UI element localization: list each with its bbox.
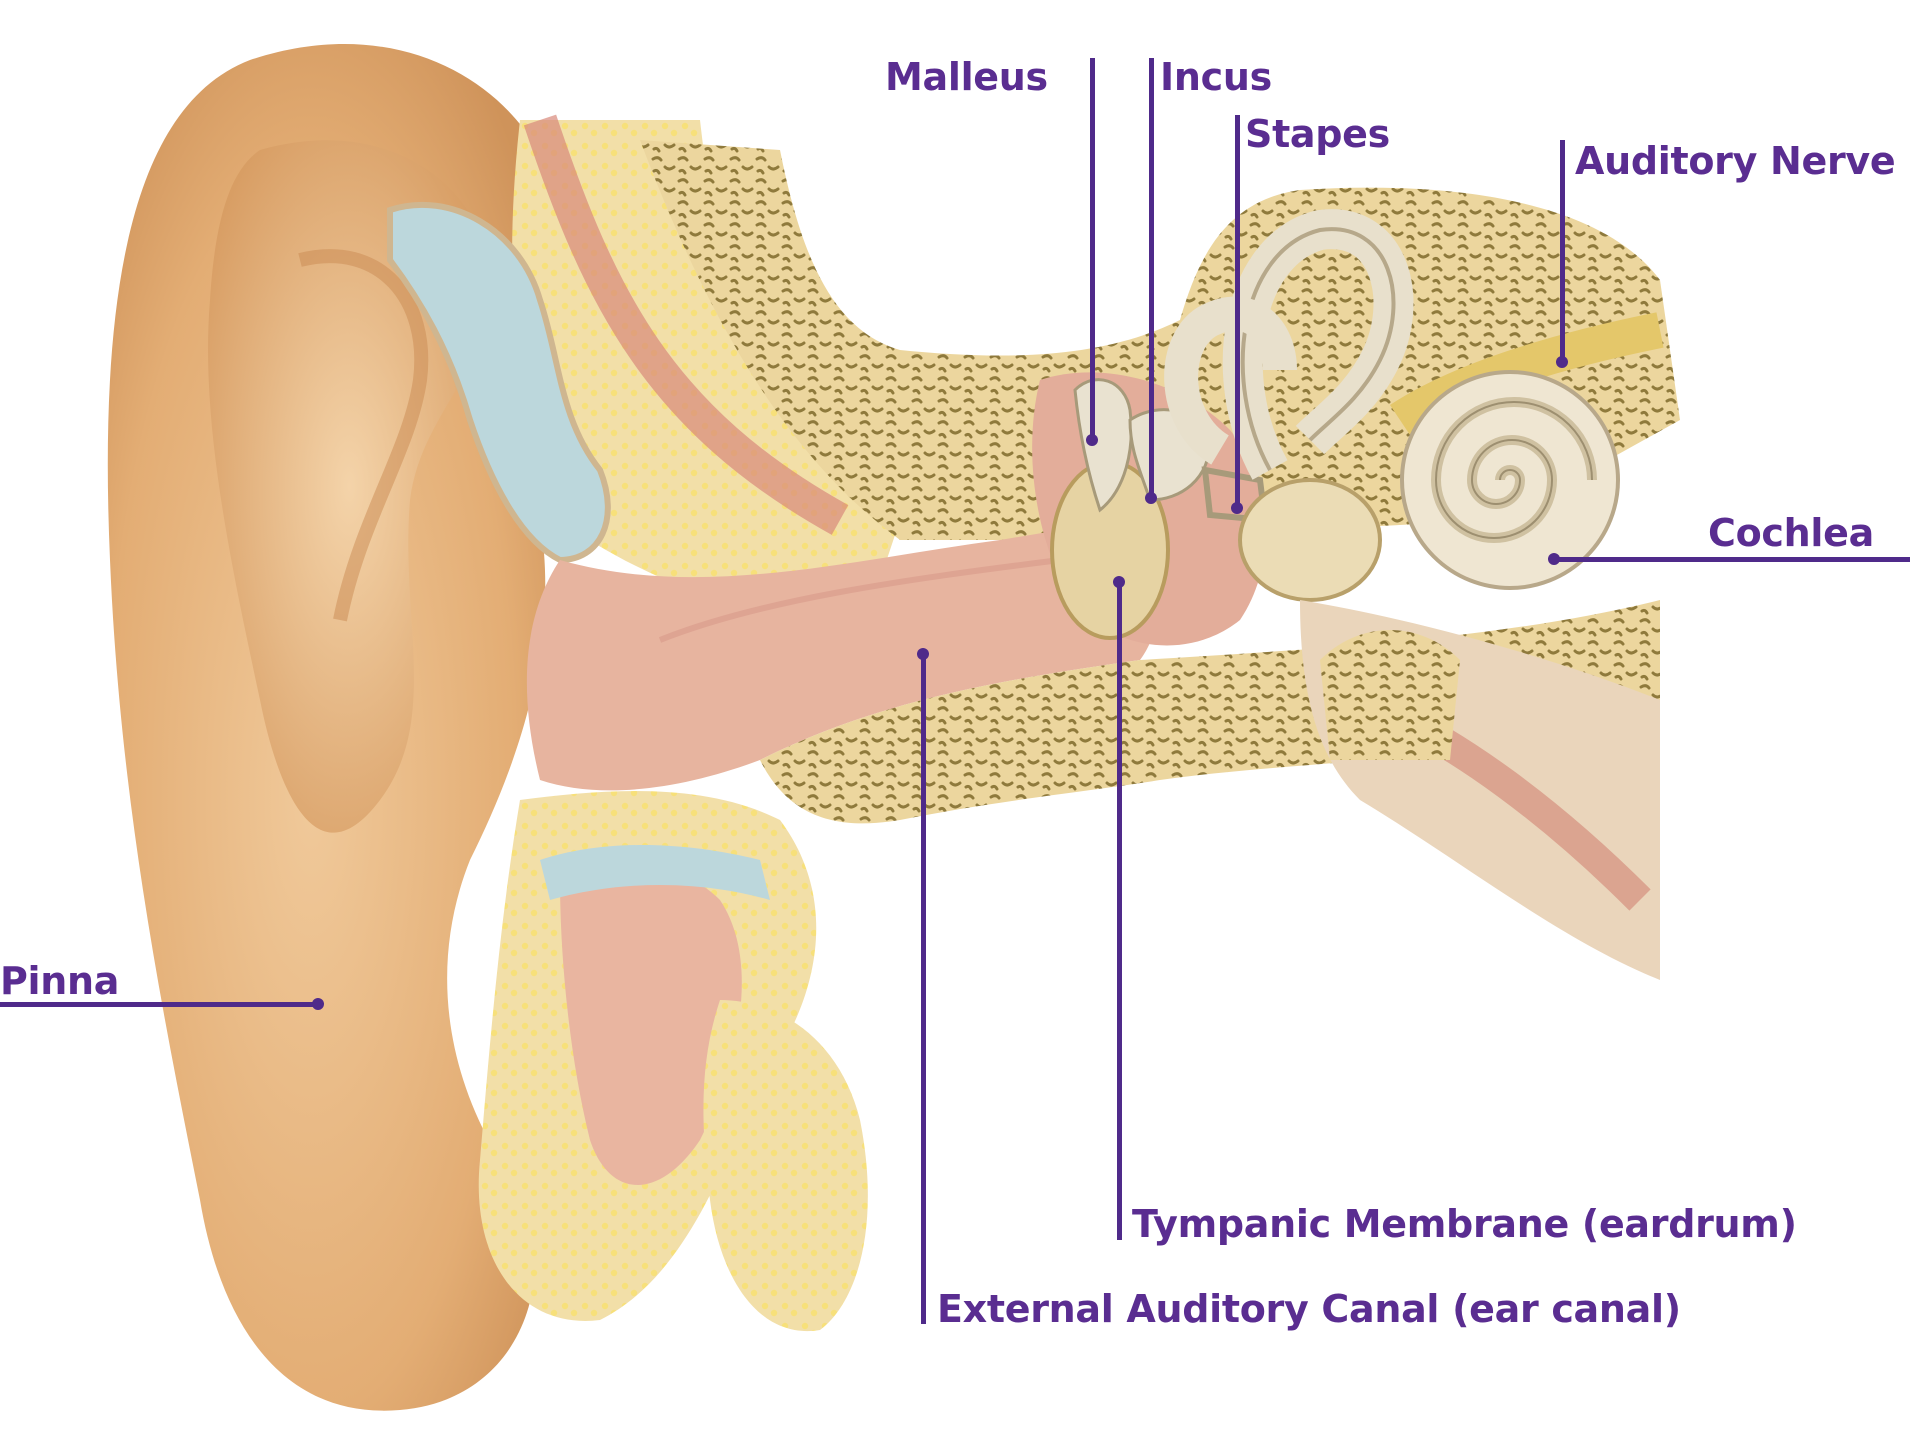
- external-canal-pointer-dot: [917, 648, 929, 660]
- cochlea-pointer-dot: [1548, 553, 1560, 565]
- incus-leader-line: [1149, 58, 1154, 498]
- incus-label: Incus: [1160, 58, 1272, 96]
- auditory-nerve-pointer-dot: [1556, 356, 1568, 368]
- tympanic-membrane-pointer-dot: [1113, 576, 1125, 588]
- pinna-pointer-dot: [312, 998, 324, 1010]
- external-canal-leader-line: [921, 652, 926, 1324]
- malleus-label: Malleus: [885, 58, 1048, 96]
- stapes-pointer-dot: [1231, 502, 1243, 514]
- auditory-nerve-leader-line: [1560, 140, 1565, 362]
- malleus-leader-line: [1090, 58, 1095, 440]
- cochlea-shape: [1402, 372, 1618, 588]
- stapes-leader-line: [1235, 115, 1240, 508]
- pinna-label: Pinna: [0, 962, 119, 1000]
- stapes-label: Stapes: [1245, 115, 1390, 153]
- malleus-pointer-dot: [1086, 434, 1098, 446]
- external-canal-label: External Auditory Canal (ear canal): [937, 1290, 1681, 1328]
- incus-pointer-dot: [1145, 492, 1157, 504]
- tympanic-membrane-label: Tympanic Membrane (eardrum): [1132, 1205, 1797, 1243]
- cochlea-label: Cochlea: [1708, 514, 1874, 552]
- auditory-nerve-label: Auditory Nerve: [1575, 142, 1895, 180]
- cochlea-leader-line: [1555, 557, 1910, 562]
- tympanic-membrane-leader-line: [1117, 580, 1122, 1240]
